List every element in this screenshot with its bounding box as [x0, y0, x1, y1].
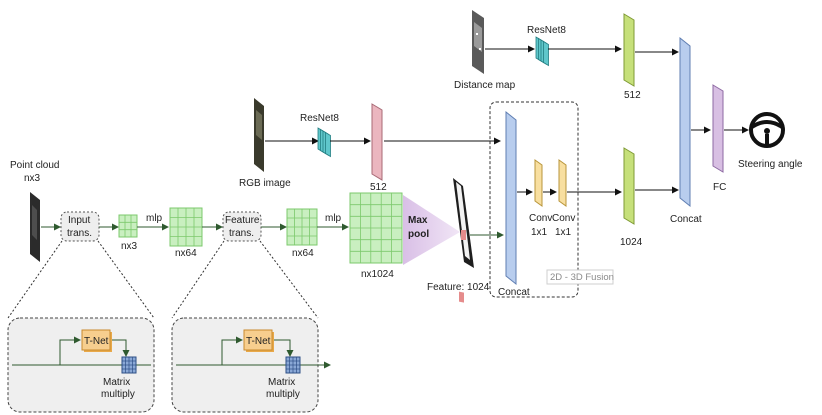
- fused-1024-label: 1024: [620, 237, 643, 248]
- steering-wheel-icon: [749, 112, 785, 148]
- nx3-feature-grid: [118, 214, 138, 238]
- conv1-line2: 1x1: [531, 227, 548, 238]
- head-concat-label: Concat: [670, 214, 702, 225]
- mlp2-label: mlp: [325, 213, 342, 224]
- tnet-detail-box-input: T-Net Matrix multiply: [7, 317, 155, 413]
- feature-transform-box: Feature trans.: [222, 211, 262, 242]
- resnet-dist-label: ResNet8: [527, 25, 566, 36]
- mlp1-label: mlp: [146, 213, 163, 224]
- matrix-icon: [285, 356, 301, 374]
- fusion-concat-bar: [505, 110, 517, 286]
- max-pool-block: Max pool: [403, 195, 460, 265]
- nx64-label-b: nx64: [292, 248, 314, 259]
- distance-map-image: [472, 10, 484, 74]
- conv2-line1: Conv: [552, 213, 575, 224]
- fc-bar: [712, 84, 724, 173]
- nx1024-label: nx1024: [361, 269, 394, 280]
- nx64-label-a: nx64: [175, 248, 197, 259]
- input-trans-line2: trans.: [67, 228, 92, 239]
- nx64-feature-grid-b: [286, 208, 318, 246]
- steering-angle-label: Steering angle: [738, 159, 803, 170]
- dist-512-label: 512: [624, 90, 641, 101]
- max-pool-line2: pool: [408, 229, 429, 240]
- fc-label: FC: [713, 182, 726, 193]
- feature-map-image: [453, 178, 474, 303]
- nx3-label: nx3: [121, 241, 138, 252]
- conv2-line2: 1x1: [555, 227, 572, 238]
- fusion-caption: 2D - 3D Fusion: [546, 269, 614, 285]
- resnet-rgb-block: [317, 127, 331, 158]
- feature-trans-line1: Feature: [225, 215, 260, 226]
- nx64-feature-grid-a: [169, 207, 203, 247]
- input-transform-box: Input trans.: [60, 211, 100, 242]
- conv1-line1: Conv: [529, 213, 552, 224]
- fusion-label: 2D - 3D Fusion: [550, 272, 614, 283]
- tnet-detail-box-feature: T-Net Matrix multiply: [171, 317, 331, 413]
- point-cloud-image: [30, 192, 40, 262]
- nx1024-feature-grid: [349, 192, 403, 264]
- rgb-512-bar: [371, 103, 383, 181]
- rgb-512-label: 512: [370, 182, 387, 193]
- point-cloud-label: Point cloud: [10, 160, 59, 171]
- max-pool-line1: Max: [408, 215, 428, 226]
- rgb-image-label: RGB image: [239, 178, 291, 189]
- conv2-bar: [558, 159, 567, 207]
- feature-trans-line2: trans.: [229, 228, 254, 239]
- matrix-multiply-line2-input: multiply: [101, 389, 135, 400]
- fusion-region: [489, 101, 579, 298]
- distance-map-label: Distance map: [454, 80, 516, 91]
- tnet-label-feature: T-Net: [246, 336, 271, 347]
- matrix-multiply-line2-feature: multiply: [266, 389, 300, 400]
- head-concat-bar: [679, 36, 691, 208]
- feature-1024-label: Feature: 1024: [427, 282, 490, 293]
- resnet-rgb-label: ResNet8: [300, 113, 339, 124]
- point-cloud-dims: nx3: [24, 173, 41, 184]
- input-trans-line1: Input: [68, 215, 90, 226]
- resnet-dist-block: [535, 36, 549, 67]
- dist-512-bar: [623, 13, 635, 87]
- matrix-multiply-line1-input: Matrix: [103, 377, 130, 388]
- rgb-image: [254, 98, 264, 172]
- fusion-concat-label: Concat: [498, 287, 530, 298]
- fused-1024-bar: [623, 147, 635, 225]
- matrix-icon: [121, 356, 137, 374]
- conv1-bar: [534, 159, 543, 207]
- tnet-label-input: T-Net: [84, 336, 109, 347]
- matrix-multiply-line1-feature: Matrix: [268, 377, 295, 388]
